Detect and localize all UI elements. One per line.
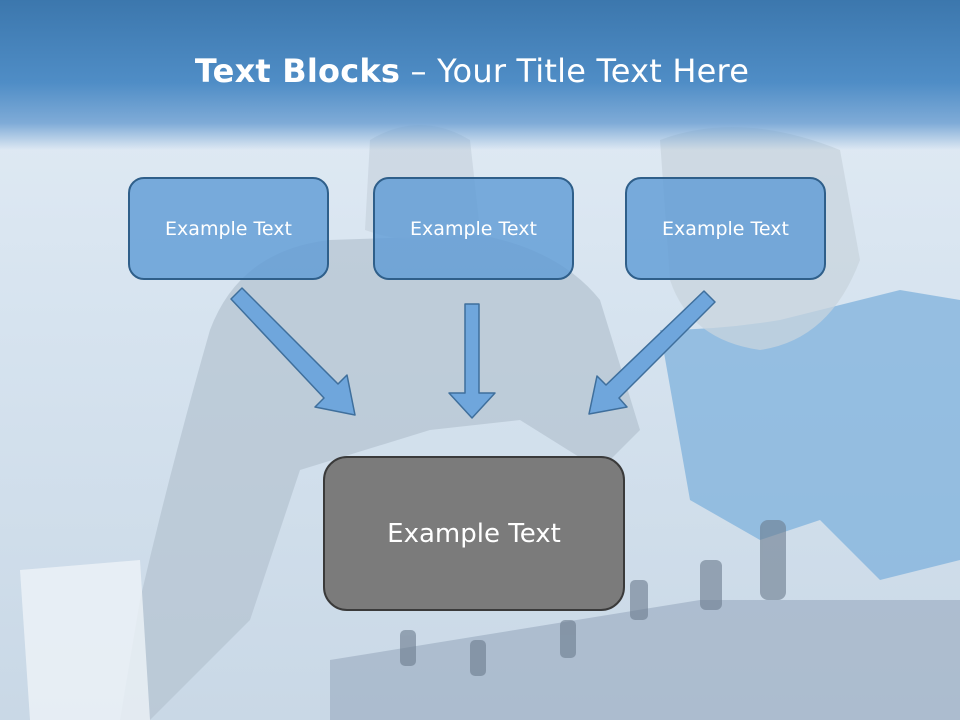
main-text-block-label: Example Text xyxy=(387,518,561,549)
text-block-1[interactable]: Example Text xyxy=(128,177,329,280)
chess-pieces xyxy=(400,520,786,676)
person-left-silhouette xyxy=(120,235,640,720)
text-block-3[interactable]: Example Text xyxy=(625,177,826,280)
text-block-2[interactable]: Example Text xyxy=(373,177,574,280)
title-normal: Your Title Text Here xyxy=(437,52,750,90)
text-block-3-label: Example Text xyxy=(662,217,789,240)
title-separator: – xyxy=(400,52,438,90)
title-bold: Text Blocks xyxy=(194,52,401,90)
slide-title: Text Blocks – Your Title Text Here xyxy=(0,52,944,90)
chess-board xyxy=(330,600,960,720)
arrow-center xyxy=(448,303,496,419)
text-block-2-label: Example Text xyxy=(410,217,537,240)
arrow-right xyxy=(588,290,716,415)
text-block-1-label: Example Text xyxy=(165,217,292,240)
main-text-block[interactable]: Example Text xyxy=(323,456,625,611)
person-right-silhouette xyxy=(660,290,960,580)
mug xyxy=(20,560,150,720)
arrow-left xyxy=(230,287,356,416)
title-bar xyxy=(0,0,960,150)
